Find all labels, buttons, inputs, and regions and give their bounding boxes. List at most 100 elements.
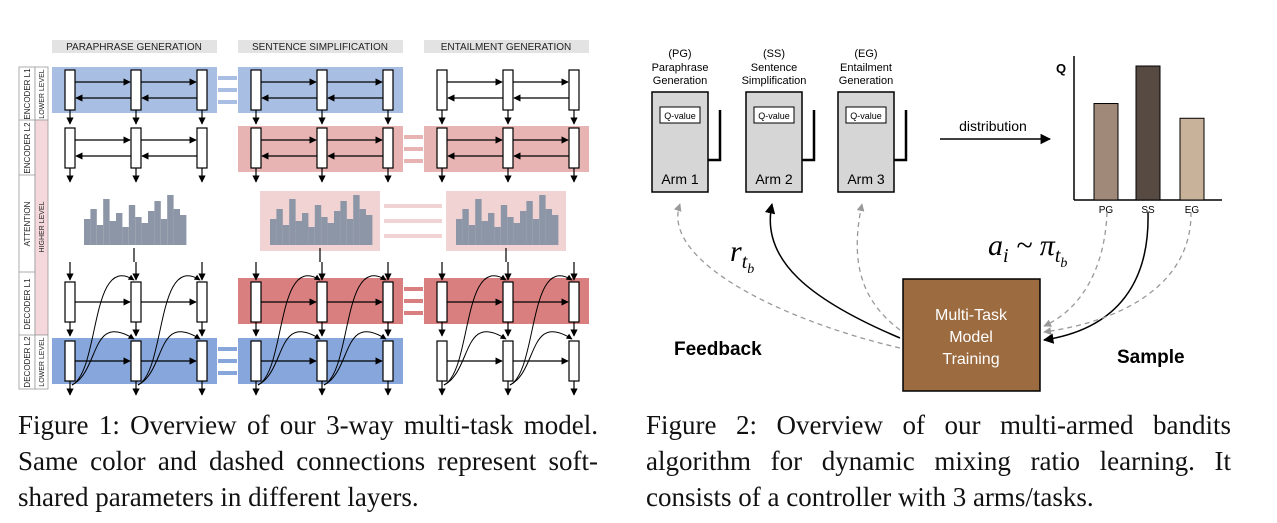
reward-t: t [742, 251, 748, 273]
attention-bar [340, 201, 347, 245]
attention-bar [353, 195, 360, 245]
controller-box [902, 278, 1041, 392]
attention-bar [507, 217, 514, 245]
rnn-cell-decoder-l1 [250, 281, 262, 323]
decoder-feedback-loop [443, 274, 507, 386]
attention-bar [173, 209, 180, 245]
row-label-encoder-l1: ENCODER L1 [23, 68, 32, 120]
arm-lever [708, 110, 722, 162]
rnn-cell-encoder-l1 [316, 69, 328, 111]
arm-label: Arm 1 [661, 171, 699, 187]
arm-name-line2: Simplification [742, 75, 807, 87]
arm-label: Arm 3 [847, 171, 885, 187]
attention-bar [475, 199, 482, 245]
decoder-feedback-loop [323, 331, 387, 386]
arm-qvalue-box [753, 106, 795, 124]
arm-lever [802, 110, 816, 162]
rnn-cell-decoder-l2 [250, 340, 262, 382]
arm-lever [894, 110, 908, 162]
chart-bar-eg [1179, 117, 1205, 201]
decoder-feedback-loop [509, 331, 573, 386]
attention-bar [520, 211, 527, 245]
attention-bar [539, 195, 546, 245]
attention-bar [494, 227, 501, 245]
rnn-cell-decoder-l2 [568, 340, 580, 382]
attention-bar [346, 219, 354, 245]
row-label-decoder-l1: DECODER L1 [23, 278, 32, 330]
attention-bar [488, 213, 495, 245]
level-lower-bottom [34, 334, 49, 390]
attention-bar [513, 223, 520, 245]
arm-name-line1: Entailment [840, 62, 892, 74]
row-label-decoder-l2: DECODER L2 [23, 336, 32, 388]
attention-bar [526, 201, 533, 245]
rnn-cell-decoder-l1 [502, 281, 514, 323]
level-label-higher: HIGHER LEVEL [39, 201, 46, 252]
attention-bar [103, 199, 110, 245]
sample-a: a [988, 229, 1003, 262]
controller-line-3: Training [942, 351, 999, 368]
decoder-feedback-loop [71, 274, 135, 386]
rnn-cell-encoder-l2 [196, 127, 208, 169]
arm-label: Arm 2 [755, 171, 793, 187]
rnn-cell-encoder-l2 [568, 127, 580, 169]
attention-bar [141, 223, 148, 245]
header-sentence-simplification: SENTENCE SIMPLIFICATION [252, 42, 388, 53]
attention-bar [276, 209, 283, 245]
chart-tick-label: PG [1099, 205, 1114, 216]
distribution-label: distribution [959, 118, 1027, 134]
figure2-caption: Figure 2: Overview of our multi-armed ba… [646, 410, 1231, 512]
feedback-label: Feedback [674, 339, 762, 360]
arm-qvalue-label: Q-value [758, 111, 790, 121]
rnn-cell-decoder-l2 [196, 340, 208, 382]
feedback-arrow-arm2 [764, 202, 901, 339]
attention-bar [468, 225, 476, 245]
rnn-cell-encoder-l1 [436, 69, 448, 111]
chart-y-label: Q [1056, 61, 1066, 76]
soft-share-connectors [218, 76, 442, 375]
header-bg-pg [52, 40, 217, 53]
attention-bar [96, 225, 104, 245]
attention-bar [167, 195, 174, 245]
sample-policy-label: ai ~ πtb [988, 229, 1067, 271]
chart-tick-label: SS [1141, 205, 1155, 216]
arm-name-line1: Sentence [751, 62, 797, 74]
sample-i: i [1003, 245, 1009, 267]
rnn-cell-encoder-l1 [130, 69, 142, 111]
attention-bar [500, 205, 508, 245]
level-label-lower-top: LOWER LEVEL [39, 69, 46, 119]
feedback-arrow-arm1 [673, 203, 901, 349]
attention-bar [295, 221, 302, 245]
attention-bar [302, 213, 309, 245]
rnn-cell-decoder-l1 [436, 281, 448, 323]
level-label-lower-bottom: LOWER LEVEL [39, 337, 46, 387]
sample-pi-t: t [1055, 245, 1061, 267]
rnn-cell-encoder-l1 [382, 69, 394, 111]
rnn-cell-encoder-l1 [502, 69, 514, 111]
attention-bar [321, 217, 328, 245]
attention-bar [334, 211, 341, 245]
attention-bar [366, 215, 373, 245]
rnn-cell-encoder-l2 [436, 127, 448, 169]
rnn-cell-decoder-l2 [382, 340, 394, 382]
attention-bar [180, 215, 187, 245]
attention-bar [289, 199, 296, 245]
arm-qvalue-box [659, 106, 701, 124]
rnn-cell-encoder-l2 [382, 127, 394, 169]
decoder-feedback-loop [137, 274, 201, 386]
chart-bar-ss [1135, 65, 1161, 201]
attention-bar [128, 205, 136, 245]
attention-bar [122, 227, 129, 245]
rnn-cell-decoder-l2 [502, 340, 514, 382]
attention-bar [532, 219, 540, 245]
arm-abbr: (EG) [854, 48, 877, 60]
rnn-cell-decoder-l1 [130, 281, 142, 323]
attention-bar [84, 219, 91, 245]
rnn-cell-decoder-l2 [130, 340, 142, 382]
rnn-cell-decoder-l2 [64, 340, 76, 382]
attention-bar [282, 225, 290, 245]
figure1: PARAPHRASE GENERATION SENTENCE SIMPLIFIC… [18, 40, 589, 396]
